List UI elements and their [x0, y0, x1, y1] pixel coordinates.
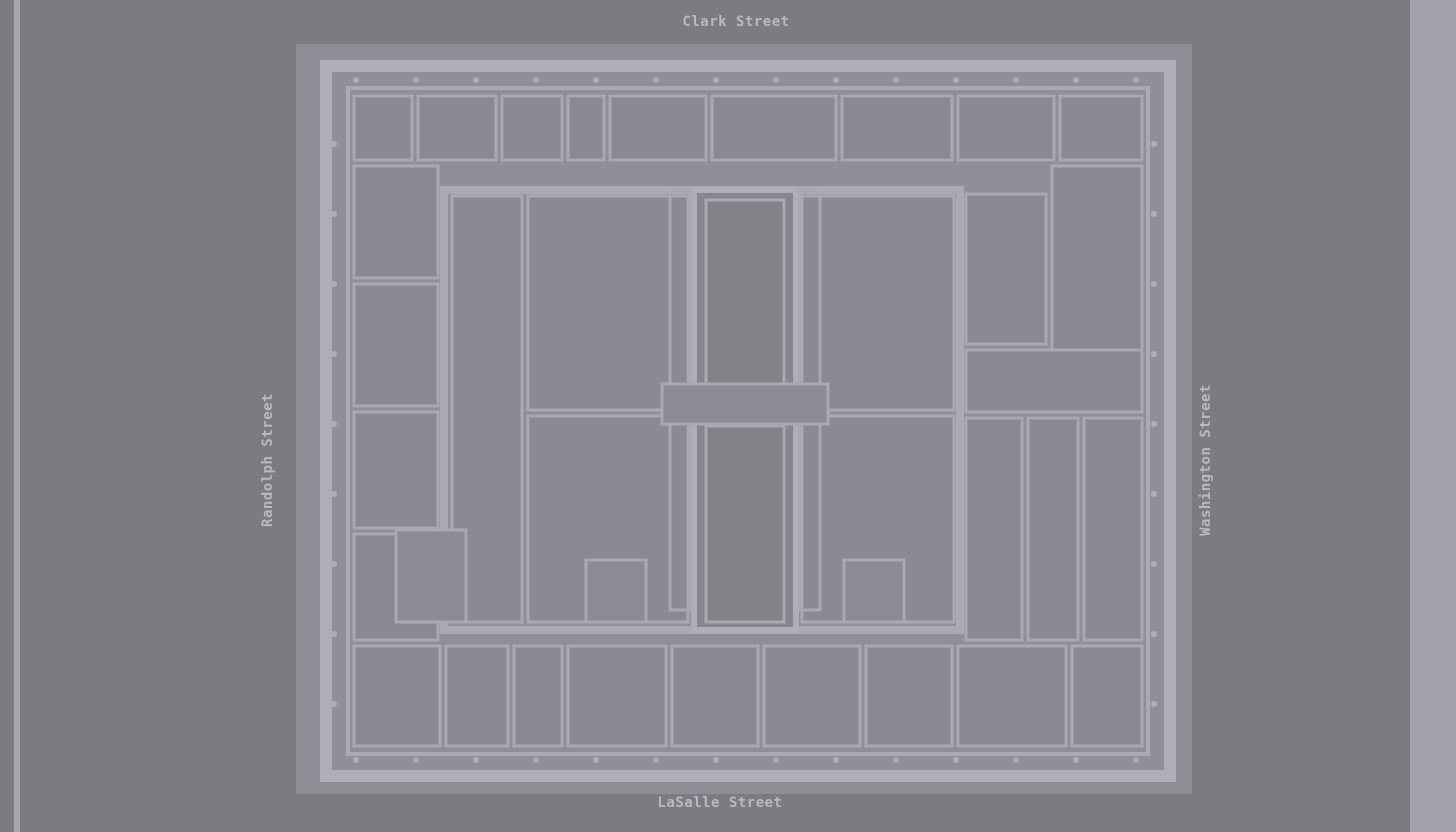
floor-plan	[296, 44, 1192, 794]
right-margin	[1410, 0, 1456, 832]
left-gutter	[0, 0, 14, 832]
service-blocks	[394, 528, 906, 624]
street-label-top-text: Clark Street	[682, 14, 790, 30]
street-label-bottom: LaSalle Street	[0, 795, 1456, 811]
central-court	[660, 187, 830, 633]
right-room-column	[964, 164, 1144, 642]
east-hall	[800, 194, 956, 624]
street-label-top: Clark Street	[0, 14, 1456, 30]
floor-plan-drawing	[296, 44, 1192, 794]
street-label-bottom-text: LaSalle Street	[657, 795, 783, 811]
street-label-left: Randolph Street	[260, 393, 276, 527]
top-room-row	[352, 94, 1144, 162]
perimeter-columns	[331, 77, 1157, 763]
bottom-room-row	[352, 644, 1144, 748]
street-label-right: Washington Street	[1198, 384, 1214, 536]
west-hall	[450, 194, 690, 624]
left-rule	[14, 0, 20, 832]
perimeter-corridor	[346, 86, 1150, 756]
